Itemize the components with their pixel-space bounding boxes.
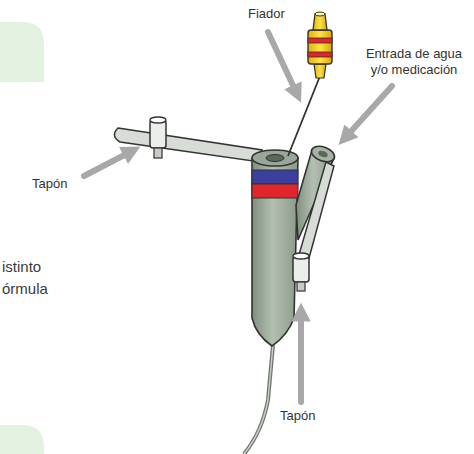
stylet-cap xyxy=(308,12,332,78)
stopcock-left xyxy=(114,117,262,162)
callout-arrow xyxy=(268,32,297,94)
stopcock-right xyxy=(293,162,334,291)
page-text: istinto xyxy=(2,256,41,278)
page-text: órmula xyxy=(2,278,48,300)
page-tab xyxy=(0,425,44,454)
part-label: Tapón xyxy=(280,408,315,424)
needle xyxy=(244,345,273,454)
callout-arrow xyxy=(298,312,304,402)
callout-arrow xyxy=(84,151,132,176)
part-label: Tapón xyxy=(32,176,67,192)
hub-body xyxy=(252,143,337,346)
page-tab xyxy=(0,22,44,82)
needle xyxy=(244,345,273,454)
part-label: Entrada de agua y/o medicación xyxy=(358,46,470,78)
part-label: Fiador xyxy=(248,6,285,22)
callout-arrow xyxy=(345,86,392,138)
